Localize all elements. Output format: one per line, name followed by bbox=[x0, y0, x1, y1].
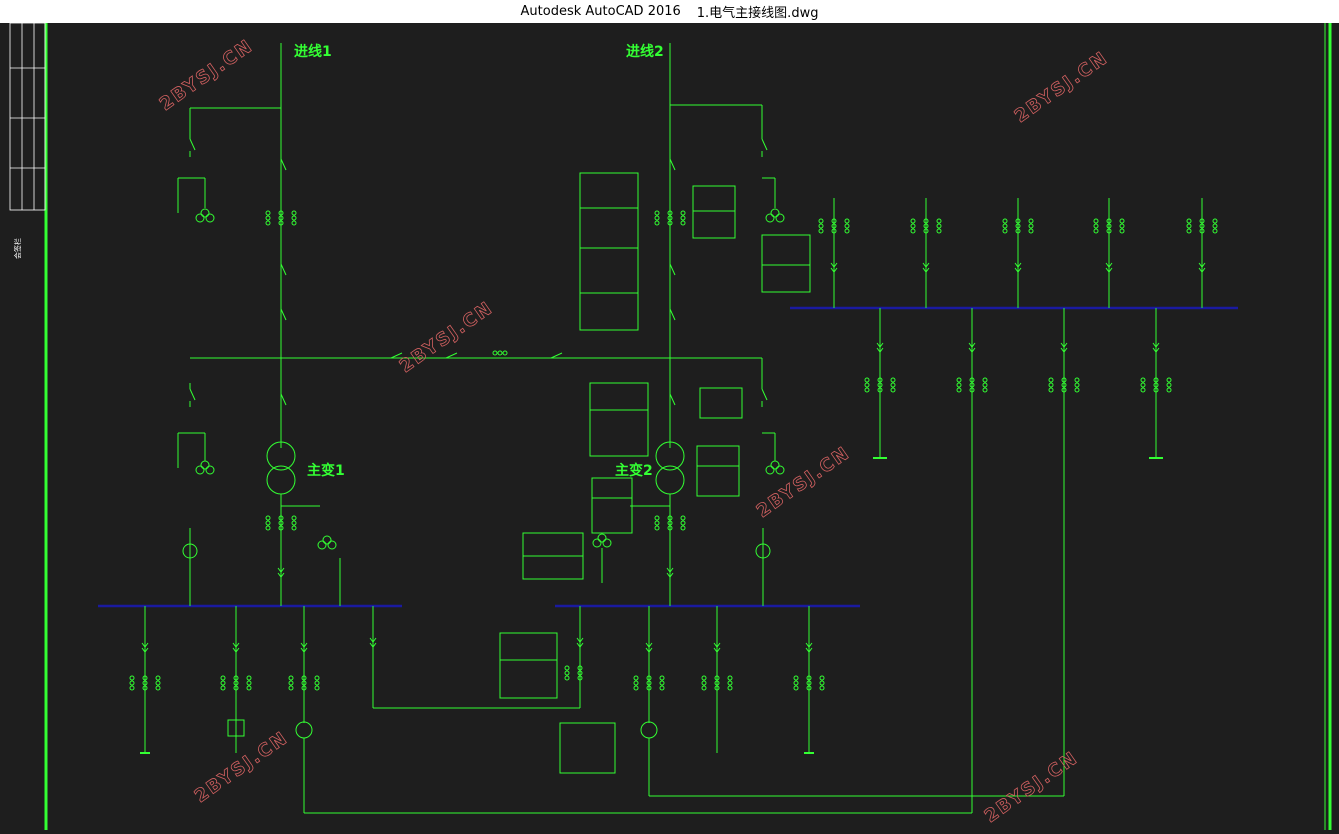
incoming-line-1-label: 进线1 bbox=[294, 43, 332, 60]
main-wiring-diagram: 会签栏 进线1 主变1 bbox=[9, 22, 1332, 830]
file-name: 1.电气主接线图.dwg bbox=[696, 6, 819, 21]
window-titlebar: Autodesk AutoCAD 2016 1.电气主接线图.dwg bbox=[0, 0, 1339, 23]
right-bus-outgoing bbox=[818, 198, 1218, 308]
app-title: Autodesk AutoCAD 2016 bbox=[520, 4, 681, 19]
busbars bbox=[98, 306, 1238, 608]
drawing-frame: 会签栏 bbox=[9, 22, 1332, 830]
transformer-2-label: 主变2 bbox=[615, 462, 653, 479]
sidebar-label: 会签栏 bbox=[13, 238, 22, 259]
watermark: 2BYSJ.CN bbox=[191, 727, 292, 807]
watermark: 2BYSJ.CN bbox=[156, 35, 257, 115]
incoming-line-2-label: 进线2 bbox=[626, 43, 664, 60]
bus-2-feeders bbox=[564, 528, 1064, 797]
drawing-canvas[interactable]: 会签栏 进线1 主变1 bbox=[0, 22, 1339, 830]
watermark: 2BYSJ.CN bbox=[753, 442, 854, 522]
incoming-line-2: 进线2 bbox=[626, 43, 785, 475]
watermark: 2BYSJ.CN bbox=[981, 747, 1082, 827]
transformer-2: 主变2 bbox=[615, 441, 686, 606]
transformer-1: 主变1 bbox=[265, 441, 345, 606]
watermark: 2BYSJ.CN bbox=[1011, 47, 1112, 127]
watermarks: 2BYSJ.CN 2BYSJ.CN 2BYSJ.CN 2BYSJ.CN 2BYS… bbox=[155, 35, 1112, 828]
equipment-annotation-boxes bbox=[499, 172, 811, 774]
incoming-line-1: 进线1 bbox=[177, 43, 762, 475]
transformer-1-label: 主变1 bbox=[307, 462, 345, 479]
right-bus-feeders bbox=[864, 308, 1172, 813]
watermark: 2BYSJ.CN bbox=[396, 297, 497, 377]
bus-1-feeders bbox=[129, 528, 972, 814]
